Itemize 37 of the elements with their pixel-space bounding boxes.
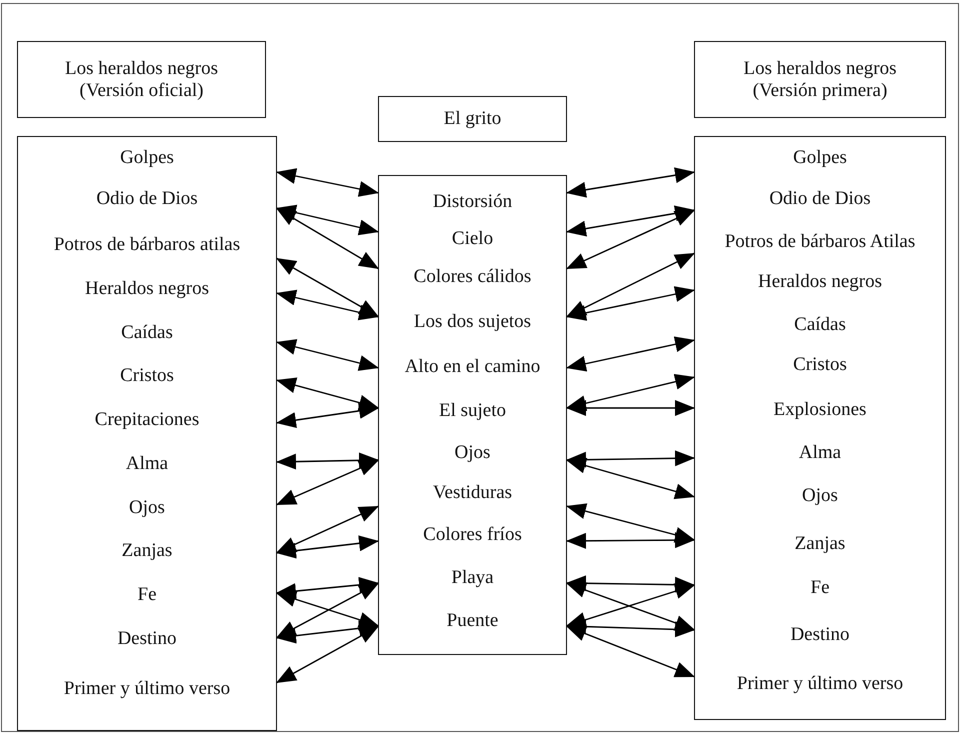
double-arrow <box>276 207 380 270</box>
double-arrow <box>566 286 696 321</box>
double-arrow <box>566 252 696 318</box>
double-arrow <box>276 378 380 410</box>
double-arrow <box>566 625 696 678</box>
double-arrow <box>276 620 380 644</box>
double-arrow <box>566 503 696 543</box>
title-box: Los heraldos negros (Versión oficial) <box>17 41 266 118</box>
double-arrow <box>566 532 695 549</box>
title-box: Los heraldos negros (Versión primera) <box>694 41 946 118</box>
double-arrow <box>566 575 696 593</box>
double-arrow <box>276 290 380 320</box>
double-arrow <box>276 204 380 236</box>
title-box: El grito <box>378 96 567 142</box>
list-box <box>17 136 277 731</box>
double-arrow <box>566 450 696 468</box>
double-arrow <box>566 209 696 270</box>
double-arrow <box>566 167 696 198</box>
double-arrow <box>276 402 380 428</box>
double-arrow <box>566 458 696 500</box>
double-arrow <box>566 205 696 237</box>
double-arrow <box>276 459 380 506</box>
double-arrow <box>276 625 380 684</box>
double-arrow <box>566 400 695 416</box>
double-arrow <box>276 339 380 371</box>
double-arrow <box>276 452 380 470</box>
double-arrow <box>566 374 696 412</box>
double-arrow <box>276 505 380 554</box>
double-arrow <box>276 576 380 600</box>
list-box <box>378 175 567 655</box>
list-box <box>694 136 946 720</box>
double-arrow <box>276 168 380 197</box>
double-arrow <box>276 591 380 628</box>
double-arrow <box>276 535 380 559</box>
double-arrow <box>276 582 380 639</box>
double-arrow <box>276 257 380 318</box>
double-arrow <box>566 336 696 372</box>
